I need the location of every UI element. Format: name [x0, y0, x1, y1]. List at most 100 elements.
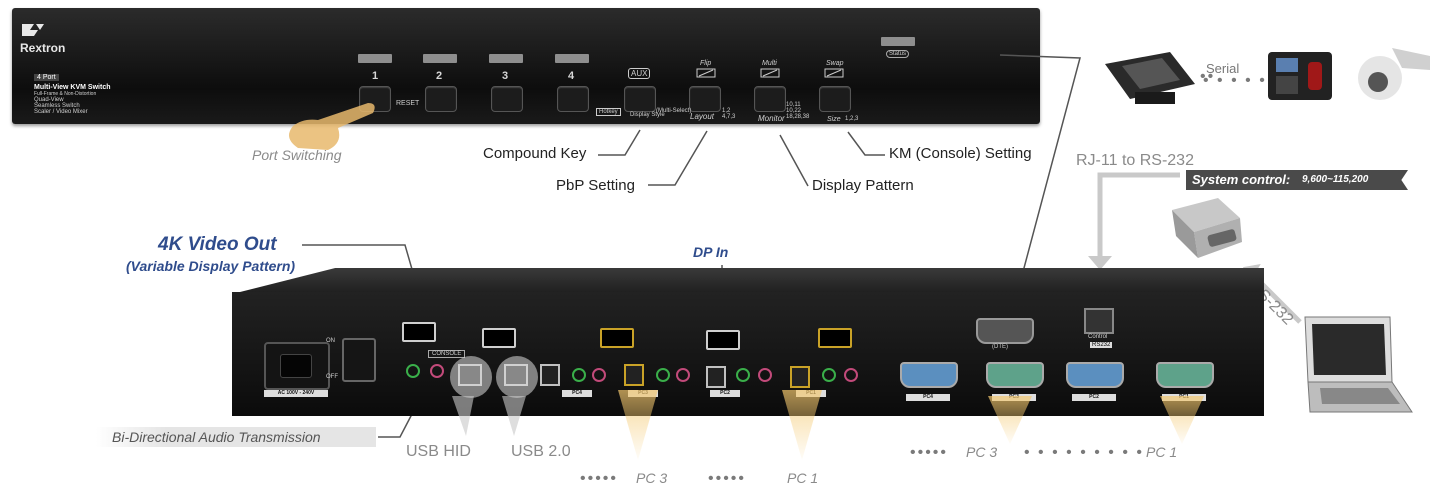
tagline-4port: 4 Port: [34, 74, 59, 81]
port-2-label: 2: [436, 70, 443, 82]
system-control-banner: System control: 9,600~115,200: [1186, 170, 1408, 190]
flip-label: Flip: [700, 60, 712, 67]
pc3-audio-jack-1: [656, 368, 670, 382]
port-2-led: [423, 54, 457, 63]
pc1-right-callout: PC 1: [1146, 444, 1178, 460]
status-label: Status: [886, 50, 910, 58]
pc1-usb-port: [790, 366, 810, 388]
pc1-left-callout: PC 1: [787, 470, 819, 486]
audio-banner: Bi-Directional Audio Transmission: [96, 427, 376, 447]
pc3-usb-cone: [618, 390, 658, 460]
voltage-label: AC 100V - 240V: [264, 390, 328, 397]
rextron-logo: [20, 22, 46, 43]
brand-name: Rextron: [20, 41, 66, 55]
pc2-label-left: PC2: [710, 390, 740, 397]
reset-label: RESET: [396, 100, 420, 107]
pc4-audio-jack-2: [592, 368, 606, 382]
aux-button[interactable]: [624, 86, 656, 112]
pc1-serial-cone: [1160, 396, 1204, 444]
port-2-button[interactable]: [425, 86, 457, 112]
ptz-camera-icon: [1358, 48, 1430, 100]
kvm-rear-panel: ON OFF AC 100V - 240V CONSOLE PC4 PC3 PC…: [232, 292, 1264, 416]
multi-button[interactable]: [754, 86, 786, 112]
pc1-audio-jack-2: [844, 368, 858, 382]
port-3-led: [489, 54, 523, 63]
port-4-label: 4: [568, 70, 575, 82]
pc2-audio-jack-2: [758, 368, 772, 382]
display-style-label: Display Style: [630, 112, 665, 118]
console-dp-out-2: [482, 328, 516, 348]
port-3-label: 3: [502, 70, 509, 82]
swap-label: Swap: [826, 60, 844, 67]
multi-icon: [760, 68, 780, 78]
pc1-dp-in: [818, 328, 852, 348]
rj11-callout: RJ-11 to RS-232: [1076, 152, 1194, 169]
kvm-rear-top: [232, 268, 1264, 294]
compound-key-callout: Compound Key: [483, 145, 587, 162]
video-out-title: 4K Video Out: [158, 234, 277, 255]
dp-in-callout: DP In: [693, 244, 729, 260]
hotkey-label: Hotkey: [596, 108, 621, 116]
pos-terminal-icon: [1105, 52, 1195, 104]
power-off-label: OFF: [326, 374, 338, 380]
display-pattern-callout: Display Pattern: [812, 177, 914, 194]
pc1-serial-port: [1156, 362, 1214, 388]
rextron-logo-icon: [22, 24, 44, 36]
layout-values: 1,2 4,7,3: [722, 108, 736, 120]
km-setting-callout: KM (Console) Setting: [889, 145, 1032, 162]
pc3-right-dots: •••••: [910, 444, 949, 461]
fingerprint-reader-icon: [1268, 52, 1332, 100]
kvm-front-panel: Rextron 4 Port Multi-View KVM Switch Ful…: [12, 8, 1040, 124]
pc3-left-dots: •••••: [580, 470, 619, 487]
pc2-dp-in: [706, 330, 740, 350]
audio-callout: Bi-Directional Audio Transmission: [112, 429, 321, 445]
aux-label: AUX: [628, 68, 651, 79]
laptop-icon: [1304, 316, 1413, 413]
pc4-label-left: PC4: [562, 390, 592, 397]
video-out-subtitle: (Variable Display Pattern): [126, 258, 296, 274]
pc4-label-right: PC4: [906, 394, 950, 401]
monitor-label: Monitor: [758, 114, 785, 123]
multi-label: Multi: [762, 60, 777, 67]
control-label: Control: [1088, 334, 1108, 340]
usb-hid-highlight: [450, 356, 492, 398]
pc1-audio-jack-1: [822, 368, 836, 382]
usb-20-highlight: [496, 356, 538, 398]
pc2-usb-port: [706, 366, 726, 388]
rs232-port-label: RS232: [1090, 342, 1113, 348]
dte-serial-port: [976, 318, 1034, 344]
power-switch[interactable]: [342, 338, 376, 382]
console-audio-jack-2: [430, 364, 444, 378]
swap-button[interactable]: [819, 86, 851, 112]
serial-dots-2: • • • • • •: [1203, 72, 1281, 89]
port-3-button[interactable]: [491, 86, 523, 112]
pc3-left-callout: PC 3: [636, 470, 668, 486]
rj11-rs232-adapter-icon: [1172, 198, 1242, 258]
console-dp-out-1: [402, 322, 436, 342]
console-label: CONSOLE: [428, 350, 466, 358]
pc2-label-right: PC2: [1072, 394, 1116, 401]
port-switching-callout: Port Switching: [252, 147, 342, 163]
layout-label: Layout: [690, 112, 715, 121]
pc2-audio-jack-1: [736, 368, 750, 382]
pc3-serial-cone: [988, 396, 1032, 444]
power-on-label: ON: [326, 338, 335, 344]
port-4-button[interactable]: [557, 86, 589, 112]
pc3-usb-port: [624, 364, 644, 386]
pc1-right-dots: • • • • • • • • •: [1024, 444, 1144, 461]
tagline-fullframe: Full-Frame & Non-Distortion: [34, 91, 97, 97]
tagline-scaler: Scaler / Video Mixer: [34, 109, 88, 115]
port-4-led: [555, 54, 589, 63]
monitor-values: 10,11 10,22 18,28,38: [786, 102, 810, 120]
tagline-seamless: Seamless Switch: [34, 103, 80, 109]
control-rj11-port: [1084, 308, 1114, 334]
dte-label: (DTE): [992, 344, 1008, 350]
power-inlet: [264, 342, 330, 390]
flip-button[interactable]: [689, 86, 721, 112]
console-usb-b-port: [540, 364, 560, 386]
tagline-multiview: Multi-View KVM Switch: [34, 84, 111, 91]
size-label: Size: [827, 116, 841, 123]
pc2-serial-port: [1066, 362, 1124, 388]
pc3-serial-port: [986, 362, 1044, 388]
size-values: 1,2,3: [845, 116, 859, 122]
